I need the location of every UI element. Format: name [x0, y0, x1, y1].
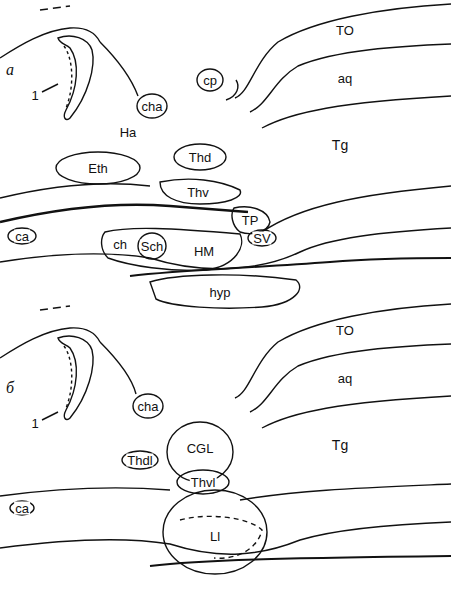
structure-label: aq — [337, 72, 353, 85]
anatomical-outline — [0, 28, 100, 58]
structure-label: TP — [241, 214, 260, 227]
structure-label: ca — [14, 230, 30, 243]
anatomical-outline — [250, 44, 451, 112]
anatomical-outline — [167, 422, 233, 482]
anatomical-outline — [163, 490, 267, 574]
anatomical-outline — [137, 94, 167, 118]
section-a — [0, 4, 451, 308]
panel-letter: б — [5, 380, 15, 396]
anatomical-outline — [235, 304, 451, 398]
anatomical-outline — [262, 396, 451, 428]
structure-label: 1 — [30, 417, 39, 430]
structure-label: Sch — [140, 240, 164, 253]
structure-label: aq — [337, 372, 353, 385]
anatomical-outline — [0, 488, 170, 496]
anatomical-outline — [0, 184, 150, 198]
structure-label: SV — [252, 232, 271, 245]
anatomical-outline — [8, 228, 36, 244]
anatomical-outline — [160, 179, 241, 204]
anatomical-outline — [42, 84, 58, 92]
structure-label: Thdl — [126, 454, 153, 467]
anatomical-outline — [262, 96, 451, 128]
anatomical-outline — [235, 4, 451, 98]
anatomical-outline — [262, 186, 451, 232]
structure-label: Thv — [186, 186, 210, 199]
anatomical-outline — [250, 344, 451, 412]
anatomical-outline — [133, 394, 163, 418]
anatomical-outline — [0, 205, 248, 222]
anatomical-outline — [64, 346, 72, 408]
anatomical-outline — [100, 42, 138, 96]
anatomical-outline — [40, 6, 70, 10]
structure-label: 1 — [30, 89, 39, 102]
anatomical-outline — [40, 306, 70, 310]
anatomical-outline — [197, 69, 223, 91]
anatomical-outline — [58, 36, 93, 119]
anatomical-outline — [42, 412, 58, 420]
structure-label: Tg — [331, 438, 349, 452]
structure-label: TO — [335, 324, 355, 337]
anatomical-outline — [102, 228, 242, 270]
structure-label: HM — [193, 245, 215, 258]
structure-label: Thvl — [190, 476, 217, 489]
anatomical-outline — [248, 230, 276, 246]
panel-letter: а — [5, 62, 15, 78]
structure-label: cha — [141, 100, 164, 113]
anatomical-outline — [150, 556, 451, 566]
anatomical-outline — [130, 258, 451, 276]
anatomical-outline — [0, 228, 451, 269]
anatomical-outline — [174, 144, 226, 170]
section-b — [0, 304, 451, 574]
structure-label: Ha — [119, 126, 138, 139]
anatomical-outline — [138, 233, 166, 259]
structure-label: Tg — [331, 138, 349, 152]
structure-label: Eth — [87, 162, 109, 175]
anatomical-outline — [0, 328, 100, 358]
anatomical-outline — [180, 516, 262, 558]
structure-label: Thd — [188, 151, 212, 164]
anatomical-outline — [58, 336, 93, 419]
structure-label: Ll — [209, 530, 221, 543]
structure-label: hyp — [209, 286, 232, 299]
anatomical-outline — [64, 46, 72, 108]
anatomical-outline — [122, 451, 158, 469]
structure-label: TO — [335, 24, 355, 37]
structure-label: cp — [202, 74, 218, 87]
anatomical-outline — [0, 522, 451, 554]
anatomical-outline — [226, 80, 238, 100]
structure-label: CGL — [186, 442, 215, 455]
structure-label: cha — [137, 400, 160, 413]
anatomical-outline — [150, 275, 300, 308]
structure-label: ch — [112, 238, 128, 251]
anatomical-outline — [56, 152, 140, 184]
structure-label: ca — [14, 502, 30, 515]
anatomical-outline — [100, 342, 136, 394]
anatomical-outline — [240, 484, 451, 500]
anatomical-outline — [10, 501, 34, 515]
